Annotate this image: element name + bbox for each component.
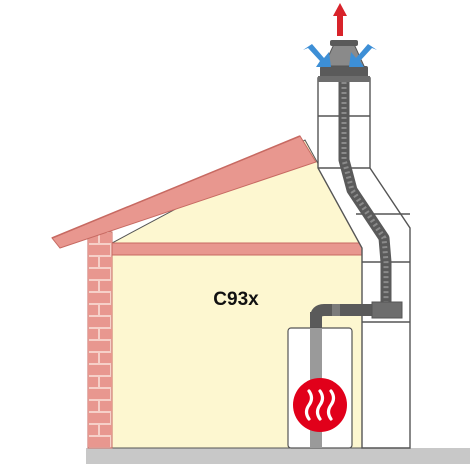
flexible-flue-liner xyxy=(338,82,392,318)
ground xyxy=(86,448,470,464)
brick xyxy=(88,233,98,243)
brick-wall-body xyxy=(87,231,113,449)
brick xyxy=(100,425,112,435)
air-intake-arrow-left-icon xyxy=(303,44,331,67)
brick xyxy=(88,341,110,351)
brick xyxy=(88,281,98,291)
brick xyxy=(88,329,98,339)
brick xyxy=(88,257,98,267)
brick xyxy=(88,401,98,411)
brick xyxy=(88,317,110,327)
connector-fitting xyxy=(371,301,403,319)
roof-slope xyxy=(51,135,317,249)
brick xyxy=(88,437,110,447)
brick xyxy=(100,401,112,411)
brick xyxy=(100,377,112,387)
boiler-connector-pipe xyxy=(310,301,403,332)
brick xyxy=(88,305,98,315)
brick xyxy=(88,245,110,255)
exhaust-arrow-icon xyxy=(333,3,347,36)
brick xyxy=(100,281,112,291)
heating-symbol-icon xyxy=(293,378,347,432)
brick xyxy=(100,305,112,315)
brick xyxy=(88,389,110,399)
brick xyxy=(100,233,112,243)
system-type-label: C93x xyxy=(213,289,259,310)
brick xyxy=(100,353,112,363)
liner-ribs xyxy=(341,82,389,318)
brick xyxy=(88,377,98,387)
air-intake-arrow-right-icon xyxy=(349,44,377,67)
brick xyxy=(88,365,110,375)
brick xyxy=(100,329,112,339)
brick xyxy=(88,413,110,423)
brick xyxy=(88,353,98,363)
flue-terminal-cap xyxy=(318,40,370,82)
ceiling-beam xyxy=(109,242,365,256)
connector-collar xyxy=(332,304,340,316)
brick xyxy=(88,269,110,279)
brick xyxy=(88,425,98,435)
brick xyxy=(100,257,112,267)
brick xyxy=(88,293,110,303)
brick-wall xyxy=(87,231,113,449)
connector-horizontal xyxy=(310,304,392,319)
